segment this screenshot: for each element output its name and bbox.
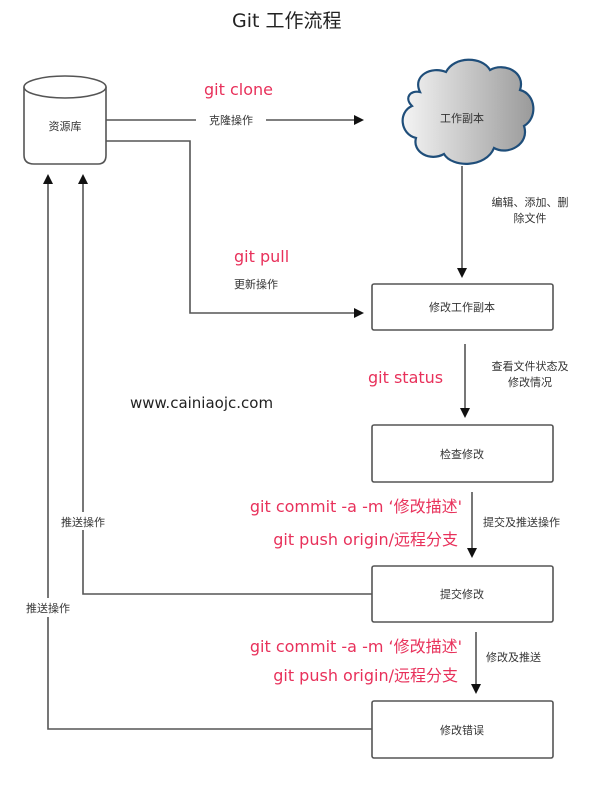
git-pull-command: git pull [234,247,289,266]
push-command-1: git push origin/远程分支 [273,530,458,549]
pull-label: 更新操作 [234,277,278,291]
check-changes-box [371,424,554,483]
status-label-line2: 修改情况 [508,375,552,389]
commit-push-label: 提交及推送操作 [483,515,560,529]
push-outer-label: 推送操作 [26,601,70,615]
repository-cylinder-body [23,87,107,165]
repository-label: 资源库 [49,119,82,133]
push-inner-edge-lower [82,530,372,595]
modify-working-copy-label: 修改工作副本 [429,300,495,314]
repository-node: 资源库 [23,75,107,165]
cloud-shape [401,58,535,165]
edit-label-line2: 除文件 [514,211,547,225]
edit-label-line1: 编辑、添加、删 [492,195,569,209]
commit-command-2: git commit -a -m ‘修改描述' [250,637,462,656]
working-copy-node: 工作副本 [401,58,535,165]
check-changes-label: 检查修改 [440,447,484,461]
repository-cylinder-top [23,75,107,99]
working-copy-label: 工作副本 [440,111,484,125]
git-clone-command: git clone [204,80,273,99]
git-status-command: git status [368,368,443,387]
push-outer-edge-lower [47,617,372,730]
clone-label: 克隆操作 [209,113,253,127]
status-label-line1: 查看文件状态及 [492,359,569,373]
modify-working-copy-box [371,283,554,331]
watermark-url: www.cainiaojc.com [130,394,273,412]
push-command-2: git push origin/远程分支 [273,666,458,685]
diagram-title: Git 工作流程 [232,10,342,32]
push-inner-label: 推送操作 [61,515,105,529]
fix-errors-label: 修改错误 [440,723,484,737]
fix-push-label: 修改及推送 [486,650,541,664]
commit-command-1: git commit -a -m ‘修改描述' [250,497,462,516]
pull-edge [106,140,364,318]
commit-changes-label: 提交修改 [440,587,484,601]
